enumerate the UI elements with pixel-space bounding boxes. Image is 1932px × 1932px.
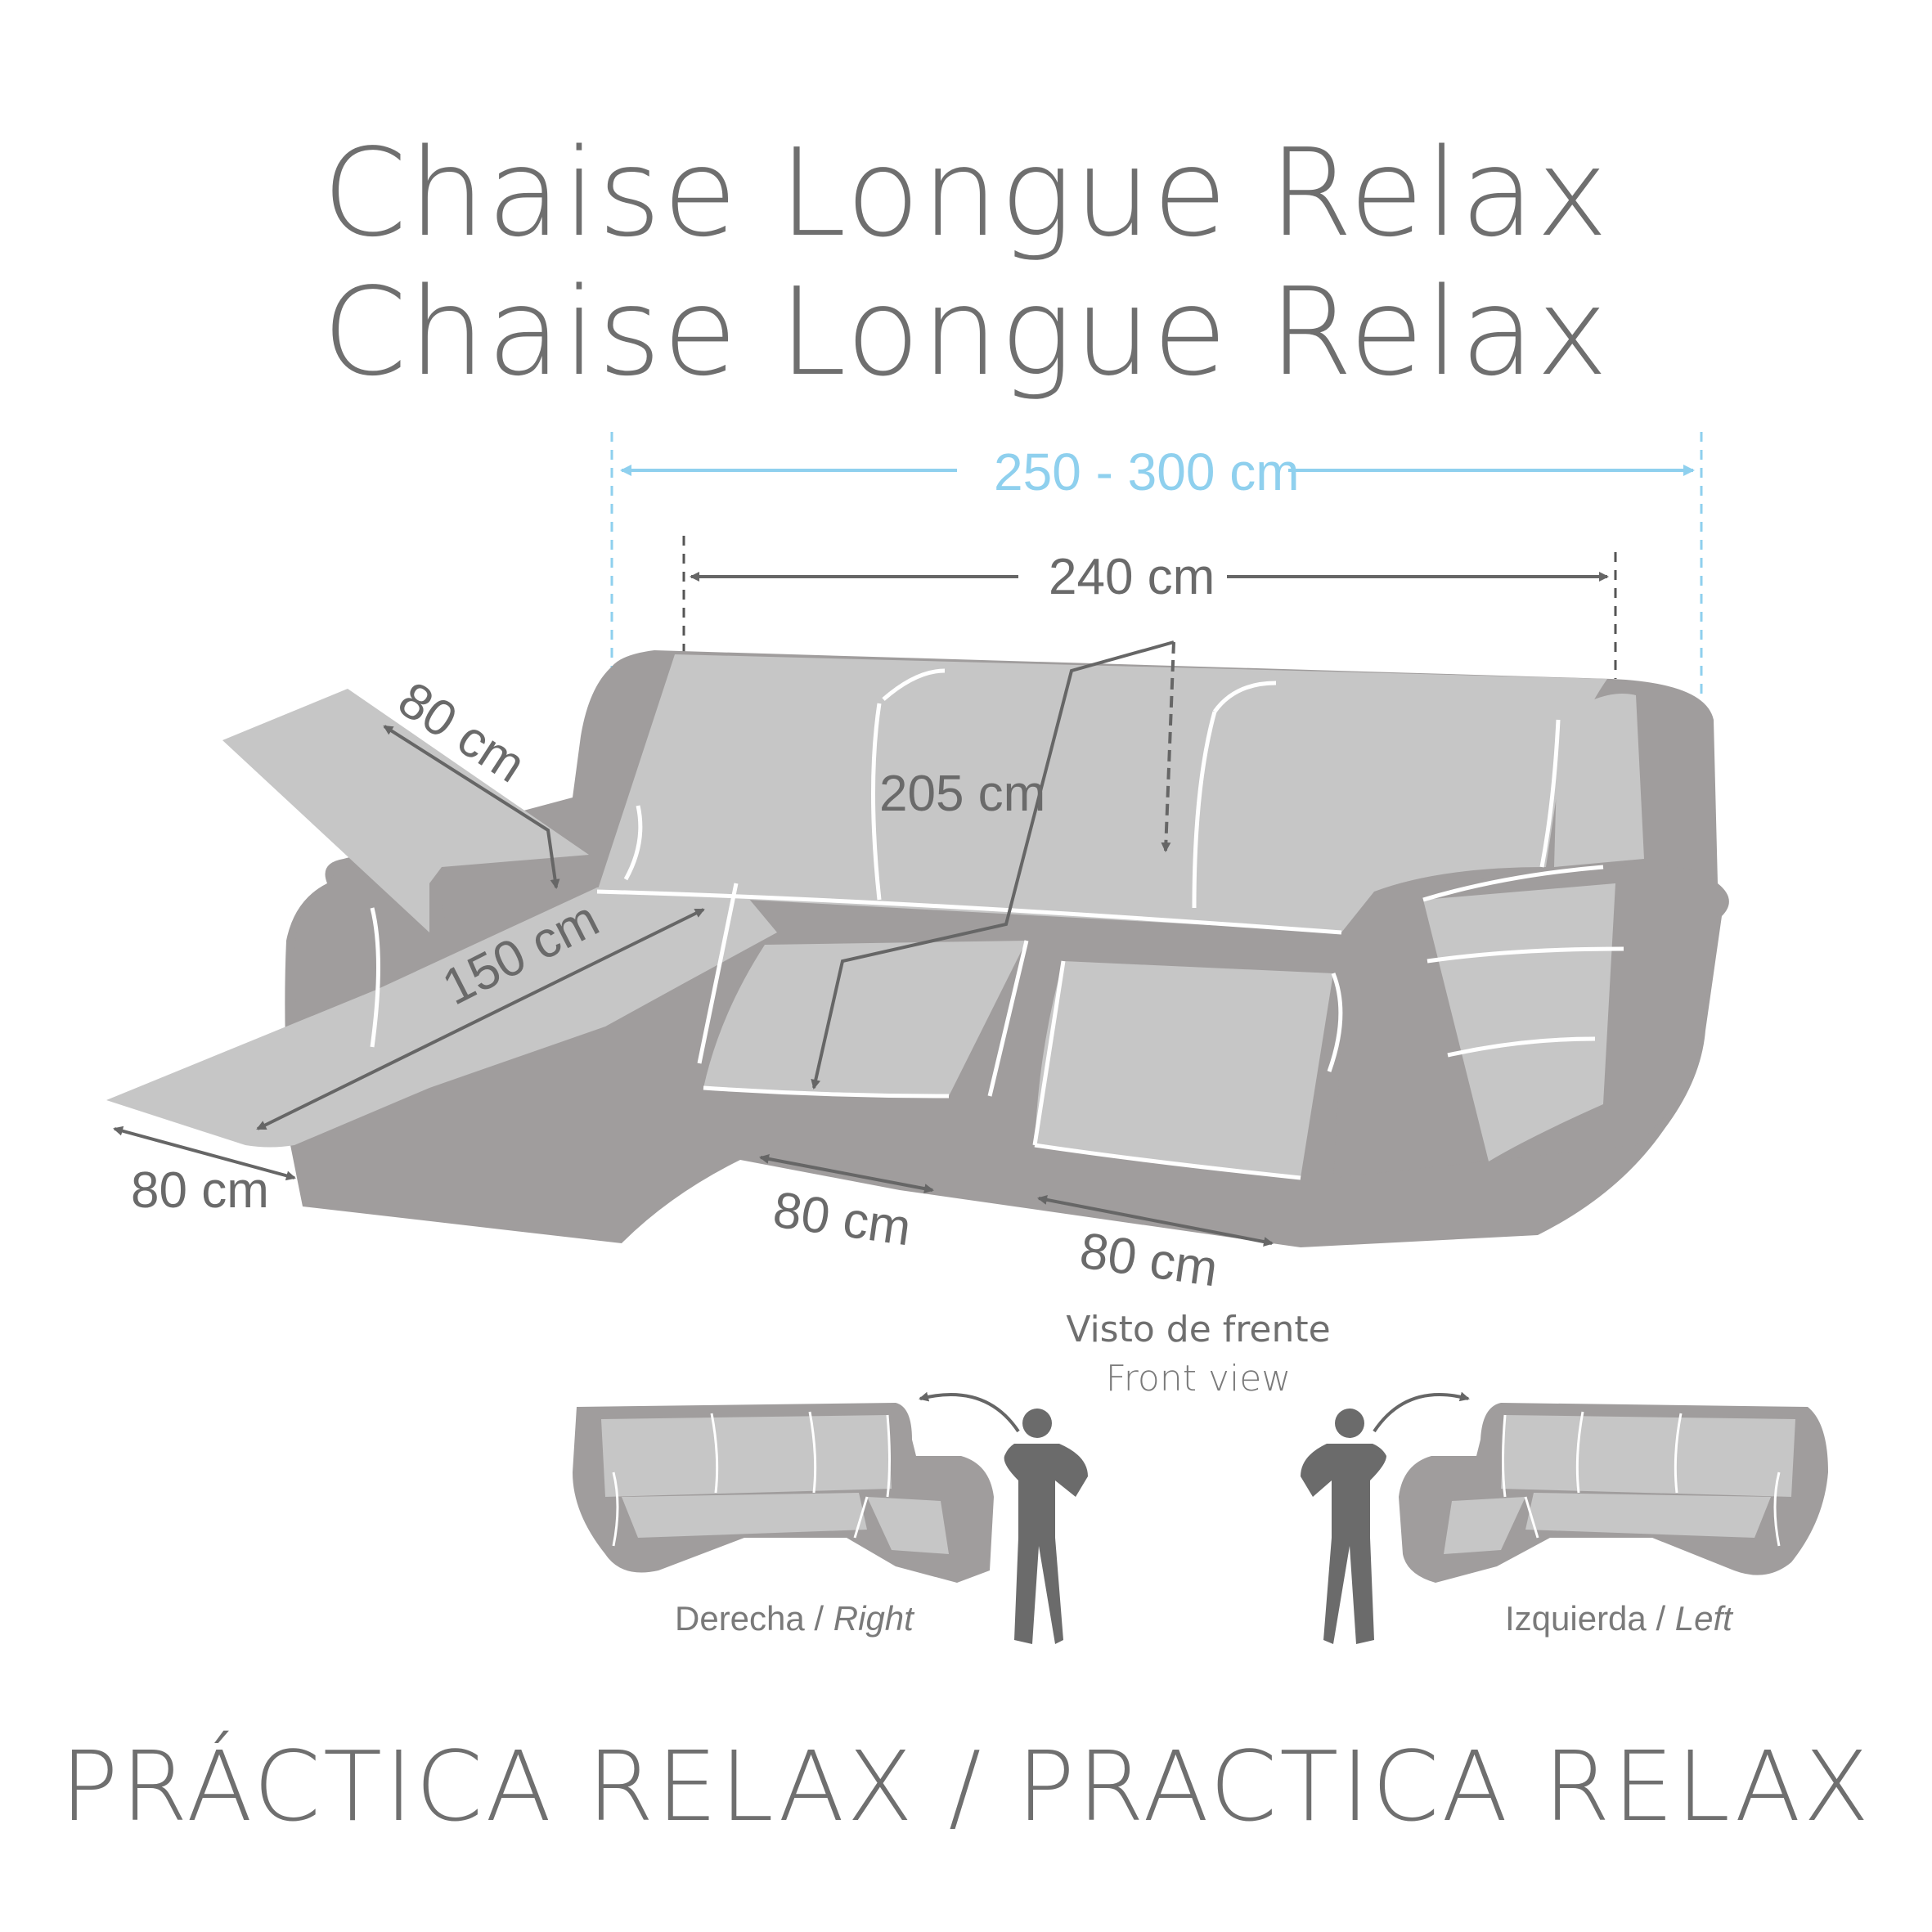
arrow-80-seat-2 bbox=[1037, 1195, 1274, 1247]
title-line-1: Chaise Longue Relax bbox=[322, 123, 1610, 263]
arrow-80-chaise-front bbox=[113, 1126, 296, 1181]
label-right: Derecha / Right bbox=[675, 1599, 914, 1638]
label-left-en: Left bbox=[1674, 1599, 1732, 1638]
arrow-150 bbox=[256, 908, 705, 1130]
cover-seams bbox=[370, 668, 1624, 1180]
arrow-80-seat-1 bbox=[759, 1153, 934, 1194]
curved-arrow-left-view bbox=[1373, 1391, 1470, 1433]
product-line-footer: PRÁCTICA RELAX / PRACTICA RELAX bbox=[60, 1730, 1872, 1843]
dim-chaise-front: 80 cm bbox=[131, 1162, 269, 1219]
dim-overall-width: 250 - 300 cm bbox=[994, 443, 1300, 501]
label-right-es: Derecha bbox=[675, 1599, 805, 1638]
dim-back-width: 240 cm bbox=[1049, 549, 1215, 605]
small-sofa-left bbox=[1399, 1403, 1828, 1583]
person-silhouette-right bbox=[1004, 1409, 1088, 1644]
dimension-arrows bbox=[113, 640, 1274, 1247]
label-left: Izquierda / Left bbox=[1505, 1599, 1732, 1638]
arrow-80-chaise-top bbox=[383, 725, 560, 889]
front-view-title: Visto de frente bbox=[1066, 1309, 1331, 1350]
label-left-es: Izquierda bbox=[1505, 1599, 1647, 1638]
dim-depth-total: 205 cm bbox=[879, 766, 1046, 822]
label-right-en: Right bbox=[833, 1599, 914, 1638]
person-silhouette-left bbox=[1301, 1409, 1386, 1644]
front-view-subtitle: Front view bbox=[1105, 1358, 1292, 1400]
small-sofa-right bbox=[573, 1403, 994, 1583]
curved-arrow-right-view bbox=[919, 1391, 1020, 1433]
title-line-2: Chaise Longue Relax bbox=[322, 262, 1610, 402]
arrow-205 bbox=[811, 640, 1175, 1090]
